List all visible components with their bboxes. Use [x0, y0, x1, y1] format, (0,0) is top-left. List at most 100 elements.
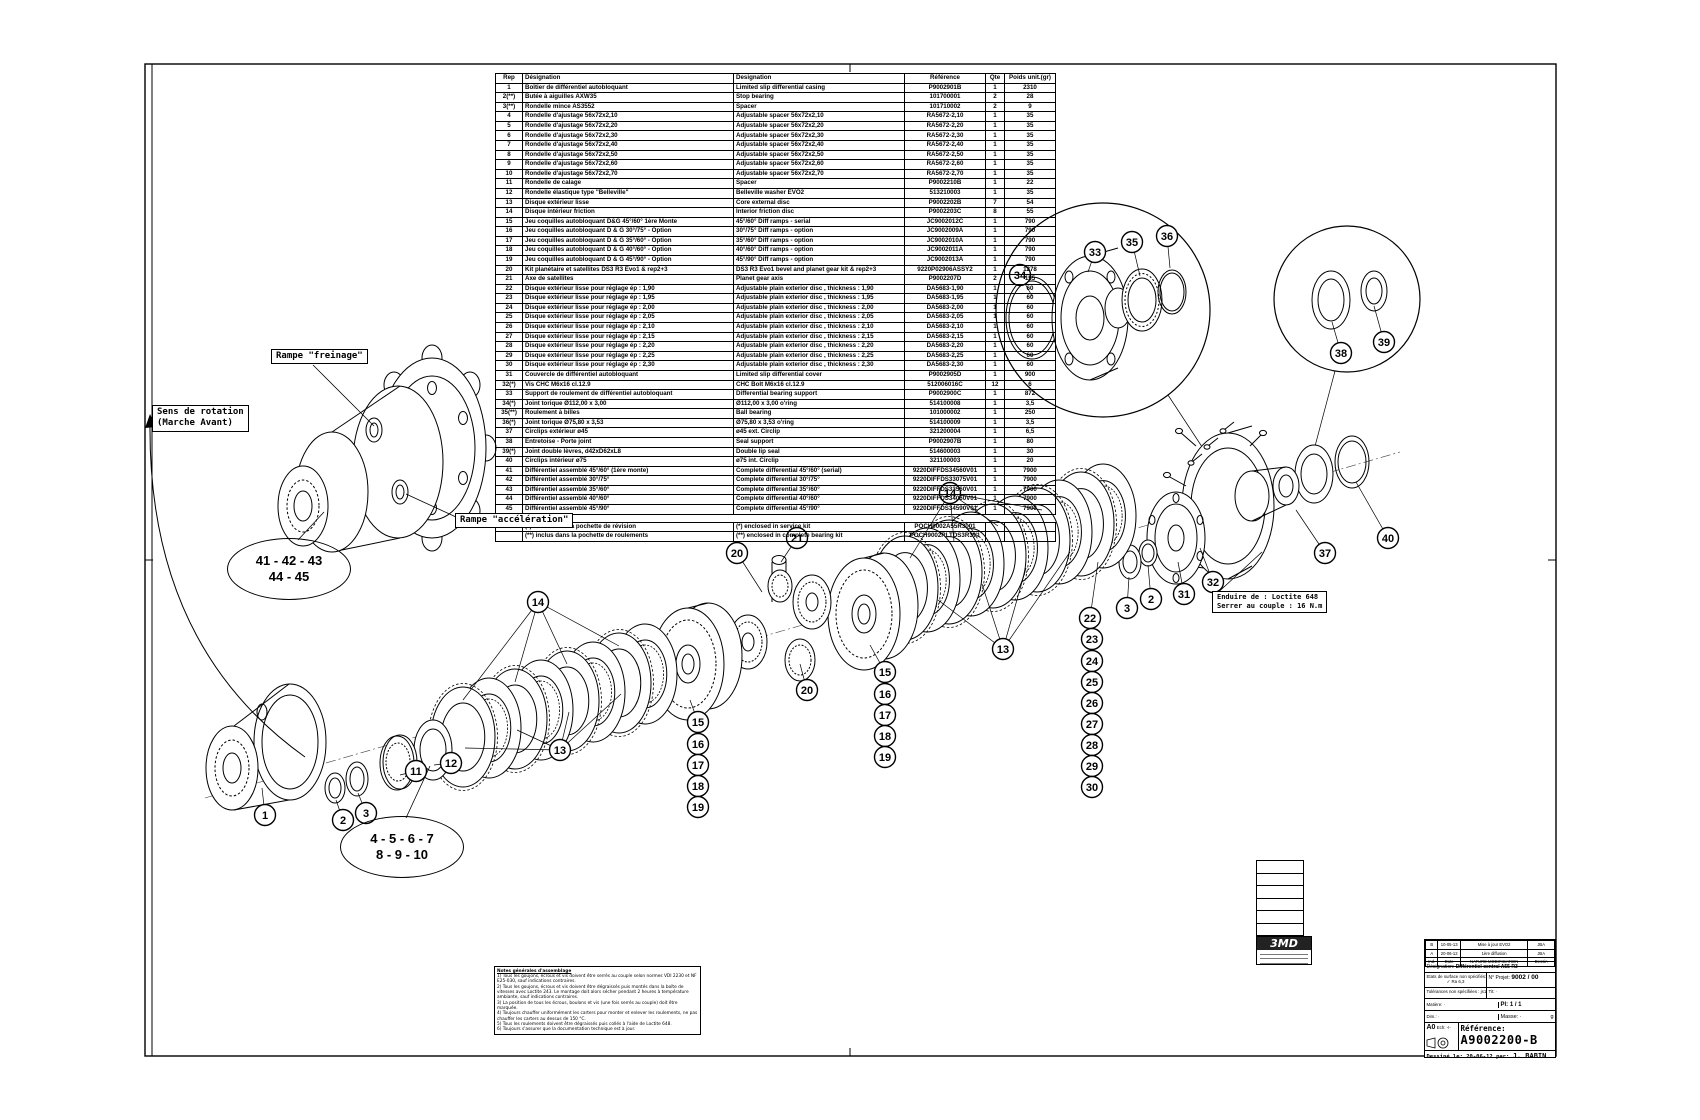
table-cell: Complete differential 40°/60°: [733, 494, 905, 505]
table-cell: 1: [985, 111, 1005, 122]
table-cell: 60: [1004, 331, 1056, 343]
assembly-note-item: 5) Tous les roulements doivent être dégr…: [497, 1022, 672, 1028]
sheet-label: Pl:: [1500, 1001, 1509, 1008]
callout-bubble: [725, 541, 749, 565]
table-cell: DA5683-2,00: [904, 302, 986, 314]
table-cell: Rondelle mince AS3552: [522, 101, 734, 113]
group-spacers-line2: 8 - 9 - 10: [375, 847, 429, 862]
part-callout-16: 16: [873, 682, 897, 706]
callout-number: 19: [879, 752, 891, 764]
table-cell: Rondelle d'ajustage 56x72x2,50: [522, 149, 734, 161]
tolerances-label: Tolérances non spécifiées : js13/JS13: [1425, 988, 1487, 998]
table-cell: Disque intérieur friction: [522, 207, 734, 218]
table-cell: Rondelle d'ajustage 56x72x2,40: [522, 140, 734, 151]
table-cell: Jeu coquilles autobloquant D & G 40°/60°…: [522, 245, 734, 256]
table-cell: CHC Bolt M6x16 cl.12.9: [733, 379, 905, 391]
seal-support-38-drawing: [1294, 444, 1334, 504]
table-cell: Différentiel assemblé 30°/75°: [522, 475, 734, 486]
table-cell: ø75 int. Circlip: [733, 456, 905, 467]
table-cell: Jeu coquilles autobloquant D & G 35°/60°…: [522, 235, 734, 247]
table-cell: 60: [1004, 360, 1056, 371]
table-cell: Différentiel assemblé 40°/60°: [522, 494, 734, 505]
scale-label: Ech:: [1436, 1024, 1446, 1030]
table-cell: Complete differential 30°/75°: [733, 475, 905, 486]
table-cell: 1: [985, 369, 1005, 381]
table-cell: 2: [985, 92, 1005, 103]
table-cell: 1: [985, 389, 1005, 400]
table-cell: 35: [1004, 187, 1056, 199]
table-cell: 22: [495, 283, 523, 295]
table-cell: 8: [495, 149, 523, 161]
table-cell: 101700001: [904, 92, 986, 103]
table-cell: 7900: [1004, 484, 1056, 496]
table-cell: 20: [495, 264, 523, 276]
label-rampe-acceleration: Rampe "accélération": [455, 513, 574, 529]
table-cell: 514100009: [904, 417, 986, 429]
part-callout-13: 13: [548, 738, 572, 762]
table-cell: 17: [495, 235, 523, 247]
part-callout-38: 38: [1329, 341, 1353, 365]
table-cell: 20: [1004, 456, 1056, 467]
table-cell: 250: [1004, 408, 1056, 419]
table-cell: Complete differential 35°/60°: [733, 484, 905, 496]
table-cell: 1: [985, 427, 1005, 438]
callout-number: 2: [1148, 594, 1154, 606]
callout-bubble: [526, 590, 550, 614]
label-loctite-note: Enduire de : Loctite 648 Serrer au coupl…: [1212, 591, 1328, 614]
part-callout-17: 17: [873, 703, 897, 727]
callout-number: 17: [879, 710, 891, 722]
callout-bubble: [686, 795, 710, 819]
table-header-cell: Poids unit.(gr): [1004, 73, 1056, 84]
callout-number: 23: [1086, 634, 1098, 646]
table-cell: 1: [985, 446, 1005, 458]
table-cell: 3(**): [495, 101, 523, 113]
table-cell: [1005, 514, 1056, 522]
table-cell: 1: [985, 130, 1005, 142]
table-cell: 60: [1004, 293, 1056, 304]
callout-number: 28: [1086, 740, 1098, 752]
table-cell: 26: [495, 322, 523, 333]
drawn-by-value: J. BABIN: [1512, 1052, 1547, 1060]
table-cell: Boîtier de différentiel autobloquant: [522, 82, 734, 94]
table-cell: [986, 514, 1005, 522]
part-callout-18: 18: [873, 724, 897, 748]
table-cell: 39(*): [495, 446, 523, 458]
callout-bubble: [1080, 627, 1104, 651]
table-cell: DA5683-1,90: [904, 283, 986, 295]
part-callout-15: 15: [686, 710, 710, 734]
table-cell: Joint torique Ø112,00 x 3,00: [522, 398, 734, 410]
revision-cell: 1ère diffusion: [1459, 948, 1529, 958]
part-callout-36: 36: [1155, 224, 1179, 248]
table-cell: Disque extérieur lisse pour réglage ép :…: [522, 312, 734, 324]
table-cell: Ball bearing: [733, 408, 905, 419]
table-cell: Adjustable spacer 56x72x2,40: [733, 140, 905, 151]
company-logo-address: [1257, 950, 1311, 965]
table-cell: Double lip seal: [733, 446, 905, 458]
table-cell: Butée à aiguilles AXW35: [522, 92, 734, 103]
part-callout-11: 11: [404, 759, 428, 783]
table-cell: 12: [495, 187, 523, 199]
revision-cell: JBA: [1527, 940, 1555, 950]
table-cell: Disque extérieur lisse: [522, 197, 734, 209]
table-cell: DA5683-2,10: [904, 322, 986, 333]
table-cell: 16: [495, 226, 523, 237]
table-cell: 18: [495, 245, 523, 256]
part-callout-20: 20: [725, 541, 749, 565]
part-callout-33: 33: [1083, 240, 1107, 264]
table-cell: 9: [495, 159, 523, 170]
